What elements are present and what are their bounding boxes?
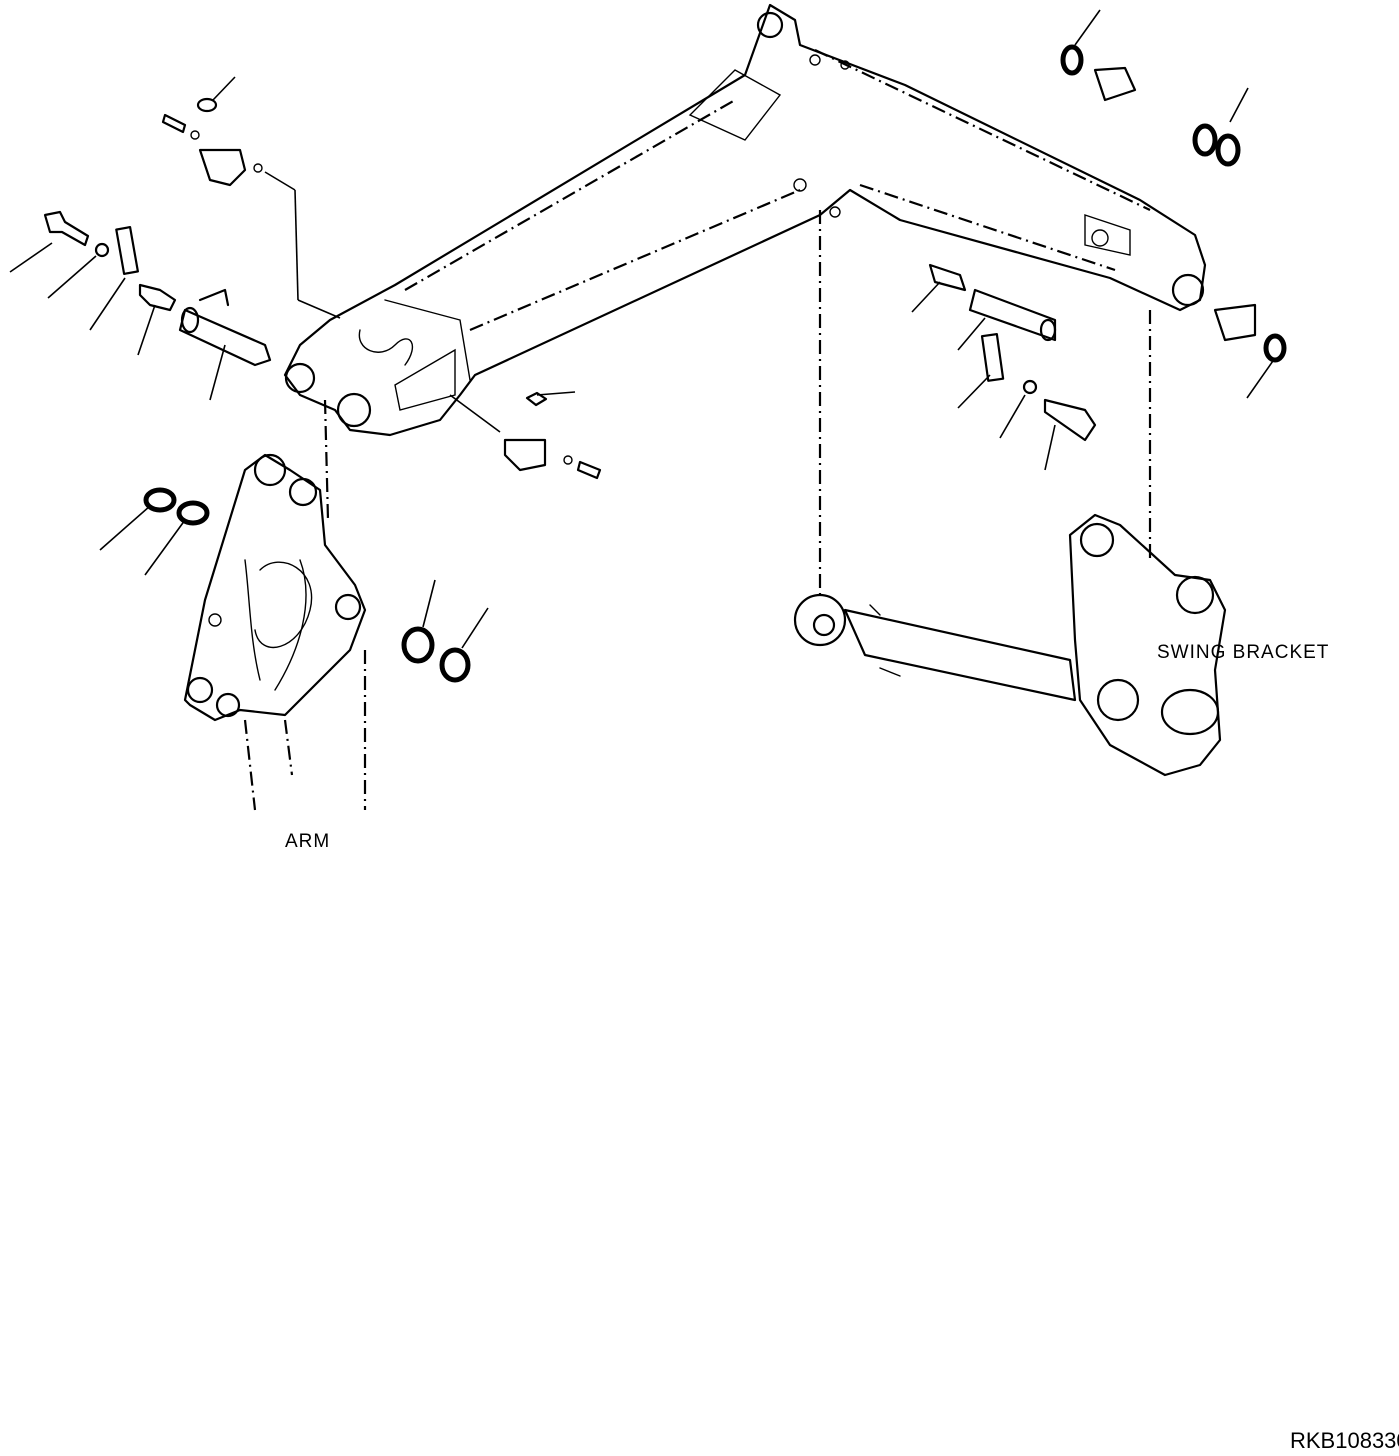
arm-washers [143,487,471,683]
pin-set-right [928,263,1097,442]
leader-lines [9,9,1276,649]
boom [283,3,1207,437]
pin-set-left [43,210,272,367]
arm-part [183,399,367,811]
bushings-right [1060,44,1287,363]
swing-bracket-label: SWING BRACKET [1157,642,1329,663]
arm-label: ARM [285,831,330,852]
swing-bracket [1068,310,1227,777]
boom-cylinder [793,210,1077,702]
grease-fitting-upper [161,97,263,187]
grease-fitting-lower [503,391,602,480]
reference-code: RKB108330 [1290,1428,1399,1453]
